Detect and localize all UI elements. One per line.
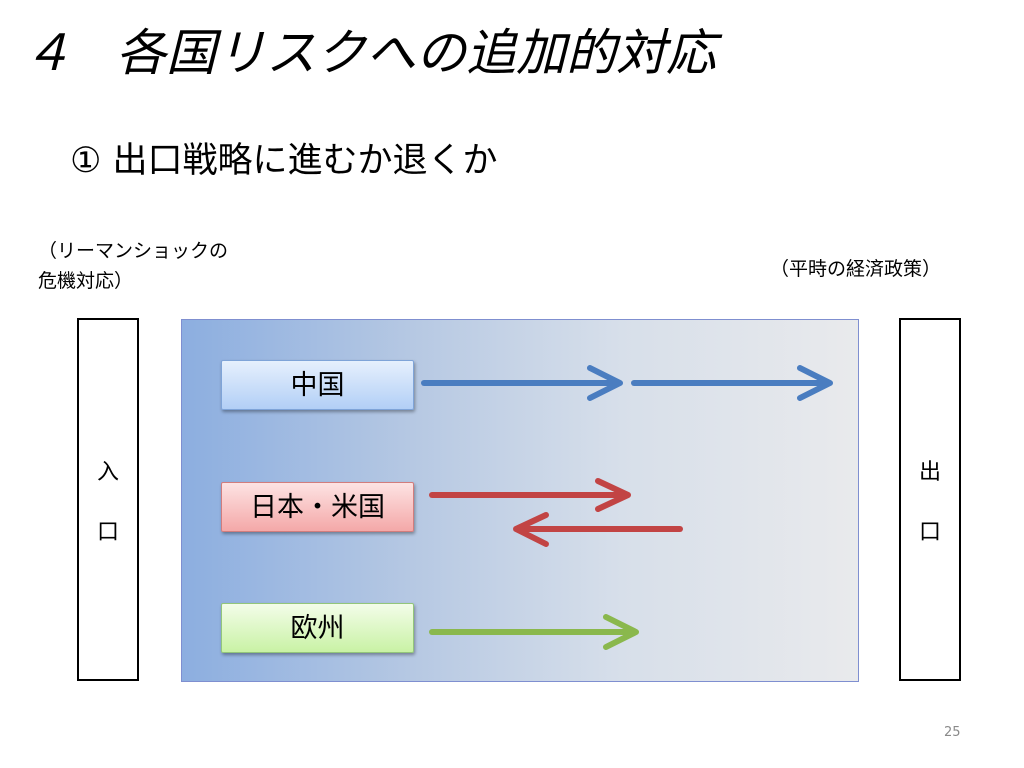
europe-arrow-right-icon	[429, 614, 639, 650]
note-normal-policy: （平時の経済政策）	[770, 258, 942, 280]
exit-char-1: 出	[918, 460, 941, 485]
china-arrow-right-icon	[631, 365, 833, 401]
entrance-char-1: 入	[96, 460, 119, 485]
entrance-gate: 入 口	[77, 318, 139, 681]
title-text: 各国リスクへの追加的対応	[116, 24, 716, 82]
region-japan-us-label: 日本・米国	[221, 482, 414, 532]
japan-us-arrow-right-icon	[429, 478, 631, 512]
region-china-label: 中国	[221, 360, 414, 410]
page-number: 25	[944, 725, 961, 740]
exit-char-2: 口	[918, 520, 941, 545]
entrance-char-2: 口	[96, 520, 119, 545]
region-europe-label: 欧州	[221, 603, 414, 653]
note-crisis-response: （リーマンショックの 危機対応）	[38, 240, 229, 292]
exit-gate: 出 口	[899, 318, 961, 681]
china-arrow-right-icon	[421, 365, 623, 401]
japan-us-arrow-left-icon	[513, 512, 683, 547]
slide-subtitle: ① 出口戦略に進むか退くか	[70, 141, 498, 181]
title-number: ４	[22, 24, 72, 82]
